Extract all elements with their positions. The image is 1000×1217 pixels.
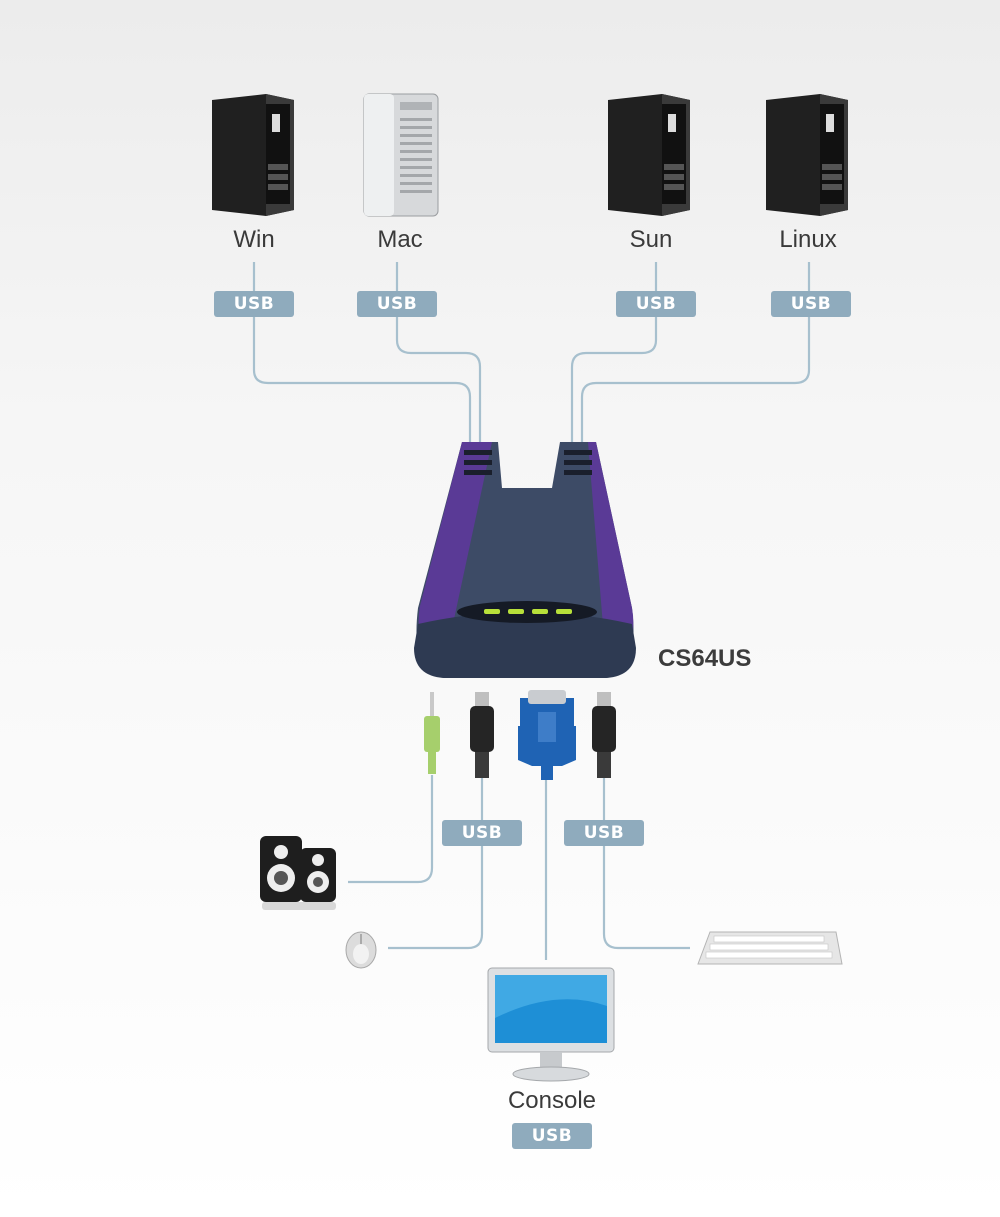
usb-badge-linux: USB (771, 291, 851, 317)
usb-plug-mouse-icon (470, 692, 494, 778)
wire-linux (580, 262, 811, 448)
monitor-icon (487, 967, 615, 1082)
mouse-icon (345, 931, 377, 969)
usb-badge-sun: USB (616, 291, 696, 317)
usb-badge-mouse: USB (442, 820, 522, 846)
usb-badge-mac: USB (357, 291, 437, 317)
usb-badge-win: USB (214, 291, 294, 317)
usb-badge-keyboard: USB (564, 820, 644, 846)
mac-tower-icon (363, 93, 439, 217)
vga-plug-icon (518, 690, 576, 780)
linux-tower-icon (766, 94, 848, 216)
computer-label-win: Win (233, 226, 275, 253)
kvm-switch-icon (414, 442, 636, 678)
computer-label-mac: Mac (377, 226, 423, 253)
computer-label-sun: Sun (629, 226, 673, 253)
wire-sun (570, 262, 658, 448)
wire-audio (348, 775, 434, 884)
sun-tower-icon (608, 94, 690, 216)
wire-win (252, 262, 472, 448)
computer-label-linux: Linux (779, 226, 837, 253)
usb-plug-keyboard-icon (592, 692, 616, 778)
win-tower-icon (212, 94, 294, 216)
wire-keyboard (602, 778, 690, 950)
keyboard-icon (697, 931, 843, 965)
console-label: Console (507, 1087, 597, 1114)
usb-badge-console: USB (512, 1123, 592, 1149)
wire-mouse (388, 778, 484, 950)
speakers-icon (260, 836, 336, 910)
audio-plug-icon (424, 692, 440, 774)
wire-mac (395, 262, 482, 448)
switch-model-label: CS64US (658, 645, 752, 672)
